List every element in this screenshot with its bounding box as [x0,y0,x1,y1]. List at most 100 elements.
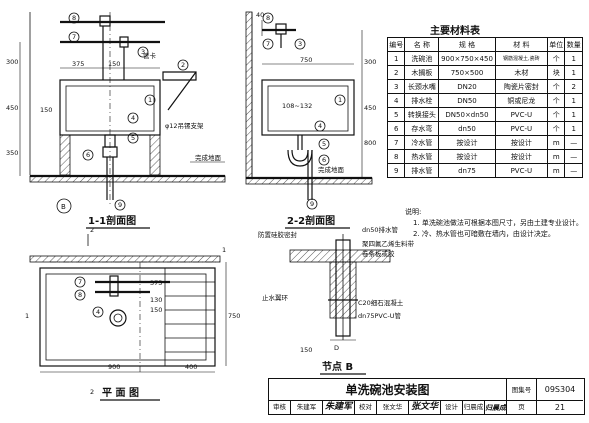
section-mark-2-top: 2 [90,226,94,234]
callout-1: 1 [148,96,152,104]
label-floor: 完成地面 [195,153,222,162]
callout-8-b: 8 [266,14,270,22]
dim-150b: 150 [40,106,52,114]
dim-150-detail: 150 [300,346,312,354]
col-material: 材 料 [494,37,549,52]
cell-name: 冷水管 [404,135,440,150]
dim-900: 900 [108,363,120,371]
dim-750: 750 [300,56,312,64]
cell-spec: 按设计 [438,149,496,164]
section-mark-2-bottom: 2 [90,388,94,396]
notes-heading: 说明: [405,208,422,216]
label-dn50: dn50排水管 [362,225,399,234]
cell-spec: 按设计 [438,135,496,150]
cell-no: 9 [386,163,406,178]
dim-D: D [334,344,339,352]
note-line-1: 1. 单洗碗池做法可根据本图尺寸，另由土建专业设计。 [413,219,583,227]
note-line-2: 2. 冷、热水管也可暗敷在墙内，由设计决定。 [413,230,555,238]
cell-unit: 个 [547,121,566,136]
cell-name: 洗碗池 [404,51,440,66]
cell-unit: 个 [547,93,566,108]
detail-b: D 150 防置硅胶密封 dn50排水管 聚四氟乙烯生料带 卷条板或胶 止水翼环… [258,225,415,375]
detail-mark-b: B [61,203,66,211]
dim-350: 350 [6,149,18,157]
dim-150: 150 [108,60,120,68]
col-no: 编号 [386,37,406,52]
cell-material: 木材 [494,65,549,80]
cell-material: 铜或尼龙 [494,93,549,108]
title-section-1-1: 1-1剖面图 [88,214,136,227]
cell-unit: m [547,163,566,178]
cell-spec: DN50 [438,93,496,108]
cell-spec: DN20 [438,79,496,94]
cell-no: 3 [386,79,406,94]
label-water-ring: 止水翼环 [262,293,289,302]
cell-unit: 个 [547,107,566,122]
notes: 说明: 1. 单洗碗池做法可根据本图尺寸，另由土建专业设计。 2. 冷、热水管也… [405,207,583,240]
dim-375-plan: 375 [150,279,162,287]
cell-name: 木搁板 [404,65,440,80]
cell-material: 按设计 [494,135,549,150]
cell-name: 存水弯 [404,121,440,136]
cell-material: 按设计 [494,149,549,164]
title-block: 单洗碗池安装图 图集号 09S304 审核 朱建军 朱建军 校对 张文华 张文华… [268,378,585,415]
cell-no: 5 [386,107,406,122]
col-unit: 单位 [547,37,566,52]
cell-material: 陶瓷片密封 [494,79,549,94]
atlas-number: 09S304 [537,379,583,401]
dim-375: 375 [72,60,84,68]
cell-spec: DN50×dn50 [438,107,496,122]
label-dn75: dn75PVC-U管 [358,311,402,320]
signature-design: 归晨成 [485,401,507,414]
page-label: 页 [507,401,537,414]
cell-name: 排水栓 [404,93,440,108]
dim-800: 800 [364,139,376,147]
callout-9-b: 9 [310,200,314,208]
label-silicone: 防置硅胶密封 [258,230,298,239]
col-name: 名 称 [404,37,440,52]
role-check: 校对 [355,401,377,414]
dim-750-plan: 750 [228,312,240,320]
dim-450: 450 [6,104,18,112]
cell-no: 6 [386,121,406,136]
page-number: 21 [554,403,566,412]
signature-check: 张文华 [409,401,441,414]
cell-name: 转换接头 [404,107,440,122]
callout-2: 2 [181,61,185,69]
label-strip: 卷条板或胶 [362,249,395,258]
cell-material: PVC-U [494,107,549,122]
dim-130: 130 [150,296,162,304]
cell-unit: 块 [547,65,566,80]
cell-no: 7 [386,135,406,150]
name-design: 归晨成 [463,401,485,414]
cell-name: 长颈水嘴 [404,79,440,94]
plan-view: 2 900 400 750 375 130 150 7 8 4 [25,226,240,401]
callout-7-b: 7 [266,40,270,48]
callout-5: 5 [131,134,135,142]
name-check: 张文华 [377,401,409,414]
materials-header-row: 编号 名 称 规 格 材 料 单位 数量 [386,37,583,52]
atlas-label: 图集号 [507,379,537,401]
cell-qty: — [564,135,583,150]
role-design: 设计 [441,401,463,414]
cell-unit: 个 [547,51,566,66]
callout-4: 4 [131,114,135,122]
callout-7: 7 [72,33,76,41]
dim-150-plan: 150 [150,306,162,314]
cell-spec: 900×750×450 [438,51,496,66]
callout-5-b: 5 [322,140,326,148]
callout-9: 9 [118,201,122,209]
cell-material: PVC-U [494,121,549,136]
cell-no: 8 [386,149,406,164]
cell-qty: 1 [564,93,583,108]
